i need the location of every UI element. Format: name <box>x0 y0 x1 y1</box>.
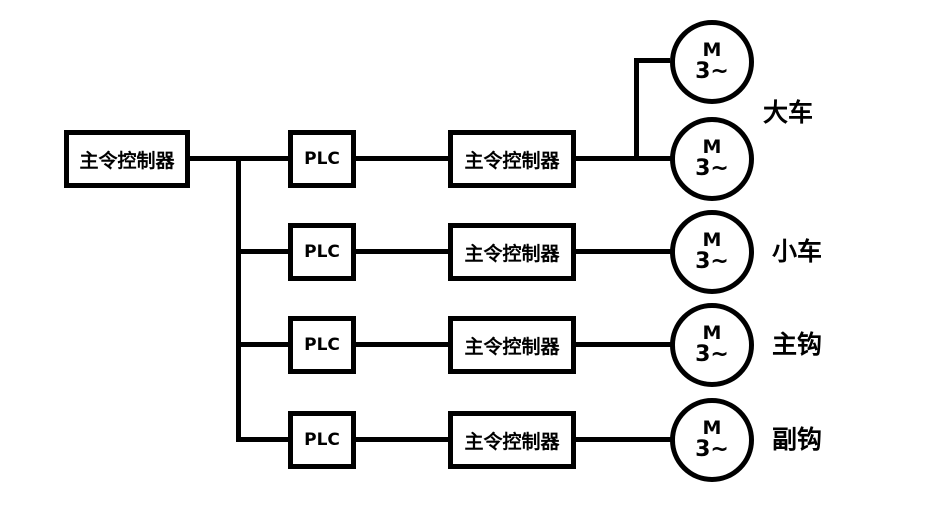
controller-box-row1: 主令控制器 <box>448 130 576 188</box>
motor-row3: M 3~ <box>670 303 754 387</box>
plc-box-row2: PLC <box>288 223 356 281</box>
controller-box-row4: 主令控制器 <box>448 411 576 469</box>
motor-phase: 3~ <box>695 436 729 462</box>
motor-phase: 3~ <box>695 341 729 367</box>
wire-plc4-to-controller4 <box>356 437 448 442</box>
group-label-dache: 大车 <box>763 98 814 127</box>
motor-row2: M 3~ <box>670 210 754 294</box>
wire-trunk-to-plc2 <box>236 249 288 254</box>
plc-label-row4: PLC <box>304 430 340 450</box>
plc-label-row1: PLC <box>304 149 340 169</box>
controller-label-row3: 主令控制器 <box>464 335 560 358</box>
group-label-zhugou: 主钩 <box>772 330 823 359</box>
controller-label-row2: 主令控制器 <box>464 242 560 265</box>
motor-row1-top: M 3~ <box>670 20 754 104</box>
motor-letter: M <box>702 39 722 62</box>
plc-box-row3: PLC <box>288 316 356 374</box>
wire-plc2-to-controller2 <box>356 249 448 254</box>
wire-row1-branch-vertical <box>634 58 639 161</box>
wire-controller4-to-motor <box>576 437 672 442</box>
motor-letter: M <box>702 136 722 159</box>
wire-trunk-vertical <box>236 156 241 442</box>
wire-trunk-to-plc3 <box>236 342 288 347</box>
controller-box-row2: 主令控制器 <box>448 223 576 281</box>
master-controller-box: 主令控制器 <box>64 130 190 188</box>
wire-trunk-to-plc4 <box>236 437 288 442</box>
controller-label-row1: 主令控制器 <box>464 149 560 172</box>
motor-letter: M <box>702 229 722 252</box>
motor-phase: 3~ <box>695 248 729 274</box>
wire-plc1-to-controller1 <box>356 156 448 161</box>
motor-row1-bottom: M 3~ <box>670 117 754 201</box>
plc-label-row3: PLC <box>304 335 340 355</box>
plc-label-row2: PLC <box>304 242 340 262</box>
wire-controller2-to-motor <box>576 249 672 254</box>
motor-row4: M 3~ <box>670 398 754 482</box>
plc-box-row4: PLC <box>288 411 356 469</box>
wire-row1-branch-to-top-motor <box>634 58 670 63</box>
plc-box-row1: PLC <box>288 130 356 188</box>
controller-box-row3: 主令控制器 <box>448 316 576 374</box>
motor-phase: 3~ <box>695 155 729 181</box>
motor-letter: M <box>702 322 722 345</box>
controller-label-row4: 主令控制器 <box>464 430 560 453</box>
group-label-fugou: 副钩 <box>772 425 823 454</box>
motor-letter: M <box>702 417 722 440</box>
motor-phase: 3~ <box>695 58 729 84</box>
wire-controller1-to-motor <box>576 156 672 161</box>
wire-controller3-to-motor <box>576 342 672 347</box>
group-label-xiaoche: 小车 <box>772 237 823 266</box>
master-controller-label: 主令控制器 <box>79 149 175 172</box>
wire-plc3-to-controller3 <box>356 342 448 347</box>
